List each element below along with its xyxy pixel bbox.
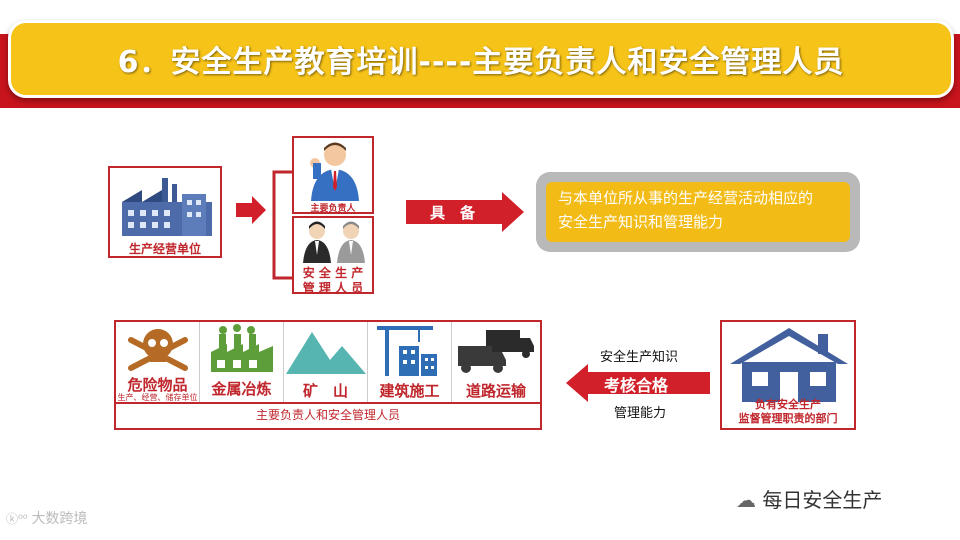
industry-transport: 道路运输 — [452, 322, 540, 402]
safety-staff-box: 安 全 生 产 管 理 人 员 — [292, 216, 374, 295]
industry-label-transport: 道路运输 — [465, 382, 526, 400]
requirement-line-1: 与本单位所从事的生产经营活动相应的 — [558, 189, 814, 207]
arrow-right-icon — [236, 196, 266, 224]
house-icon — [730, 328, 848, 402]
industries-row: 危险物品 生产、经营、储存单位 金属冶炼 矿 山 — [116, 322, 540, 402]
industry-label-metallurgy: 金属冶炼 — [211, 380, 272, 398]
industry-label-mining: 矿 山 — [302, 382, 348, 400]
industry-construction: 建筑施工 — [368, 322, 452, 402]
bracket-line — [272, 170, 294, 280]
staff-people-icon — [303, 221, 365, 263]
exam-mid-label: 考核合格 — [604, 376, 669, 395]
industry-label-hazardous: 危险物品 — [127, 376, 188, 394]
industry-sub-hazardous: 生产、经营、储存单位 — [117, 393, 198, 402]
regulator-label-2: 监督管理职责的部门 — [738, 412, 838, 425]
requirement-inner: 与本单位所从事的生产经营活动相应的 安全生产知识和管理能力 — [546, 182, 850, 242]
production-unit-label: 生产经营单位 — [128, 242, 201, 256]
regulator-box: 负有安全生产 监督管理职责的部门 — [720, 320, 856, 430]
possess-arrow — [406, 192, 524, 232]
safety-staff-label-1: 安 全 生 产 — [302, 266, 364, 280]
truck-icon — [458, 330, 534, 373]
watermark-right: ☁ 每日安全生产 — [736, 484, 882, 513]
requirement-line-2: 安全生产知识和管理能力 — [558, 213, 724, 231]
title-banner: 6．安全生产教育培训----主要负责人和安全管理人员 — [8, 20, 954, 98]
industries-box: 危险物品 生产、经营、储存单位 金属冶炼 矿 山 — [114, 320, 542, 430]
possess-label: 具 备 — [430, 204, 476, 222]
factory-icon — [211, 324, 273, 372]
industry-metallurgy: 金属冶炼 — [200, 322, 284, 402]
wechat-icon: ☁ — [736, 488, 763, 512]
regulator-label-1: 负有安全生产 — [755, 398, 821, 411]
production-unit-box: 生产经营单位 — [108, 166, 222, 258]
industries-footer: 主要负责人和安全管理人员 — [255, 408, 400, 422]
watermark-left: ⓚ⁰⁰ 大数跨境 — [6, 508, 87, 528]
exam-top-label: 安全生产知识 — [600, 350, 679, 365]
logo-icon: ⓚ⁰⁰ — [6, 512, 32, 526]
principal-label: 主要负责人 — [310, 204, 356, 214]
page-title: 6．安全生产教育培训----主要负责人和安全管理人员 — [117, 45, 845, 80]
safety-staff-label-2: 管 理 人 员 — [302, 281, 364, 295]
industry-mining: 矿 山 — [284, 322, 368, 402]
businessman-icon — [310, 142, 359, 201]
watermark-right-text: 每日安全生产 — [762, 488, 883, 512]
exam-arrow — [566, 364, 710, 402]
skull-crossbones-icon — [128, 329, 188, 371]
crane-building-icon — [377, 326, 437, 376]
industry-hazardous: 危险物品 生产、经营、储存单位 — [116, 322, 200, 402]
factory-icon — [122, 178, 212, 236]
watermark-left-text: 大数跨境 — [31, 511, 88, 527]
industry-label-construction: 建筑施工 — [379, 382, 440, 400]
requirement-box: 与本单位所从事的生产经营活动相应的 安全生产知识和管理能力 — [536, 172, 860, 252]
industries-divider — [116, 402, 540, 404]
mountain-icon — [286, 332, 366, 374]
exam-bottom-label: 管理能力 — [614, 406, 667, 421]
principal-box: 主要负责人 — [292, 136, 374, 214]
